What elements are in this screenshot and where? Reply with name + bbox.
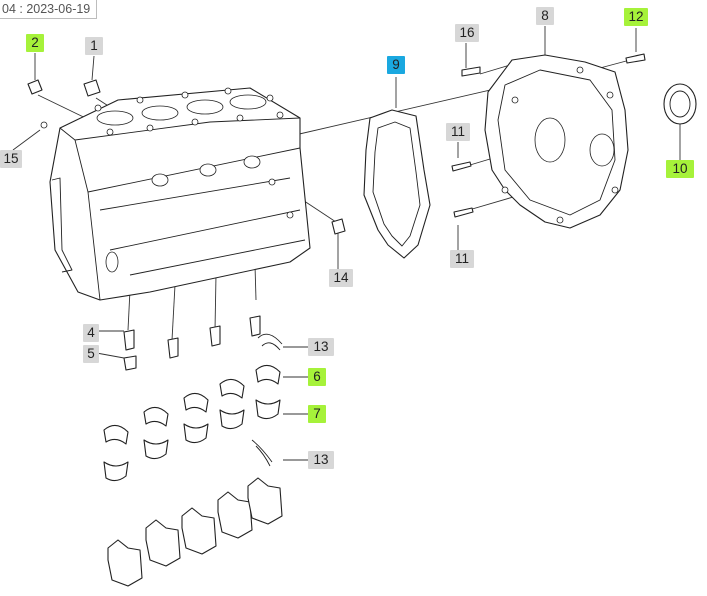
callout-5[interactable]: 5	[83, 345, 99, 363]
callout-15[interactable]: 15	[0, 150, 22, 168]
callout-4[interactable]: 4	[83, 324, 99, 342]
callout-11-lower[interactable]: 11	[450, 250, 474, 268]
callout-16[interactable]: 16	[455, 24, 479, 42]
callout-1[interactable]: 1	[85, 37, 103, 55]
dowel-pins	[451, 53, 646, 218]
cylinder-block	[49, 87, 311, 301]
callout-2[interactable]: 2	[26, 34, 44, 52]
plugs	[27, 79, 346, 235]
bolts	[123, 315, 261, 371]
callout-9[interactable]: 9	[387, 56, 405, 74]
callout-7[interactable]: 7	[308, 405, 326, 423]
bearing-shells	[103, 333, 283, 482]
leader-lines	[12, 26, 681, 461]
callout-13-upper[interactable]: 13	[308, 338, 334, 356]
callout-13-lower[interactable]: 13	[308, 451, 334, 469]
callout-11-upper[interactable]: 11	[446, 123, 470, 141]
callout-14[interactable]: 14	[329, 269, 353, 287]
callout-8[interactable]: 8	[536, 7, 554, 25]
callout-6[interactable]: 6	[308, 368, 326, 386]
seal-ring	[663, 83, 697, 125]
bearing-caps	[107, 477, 283, 587]
flywheel-housing	[484, 54, 629, 229]
callout-12[interactable]: 12	[624, 8, 648, 26]
callout-10[interactable]: 10	[666, 160, 694, 178]
date-stamp: 04 : 2023-06-19	[0, 0, 98, 19]
gasket	[363, 109, 431, 259]
